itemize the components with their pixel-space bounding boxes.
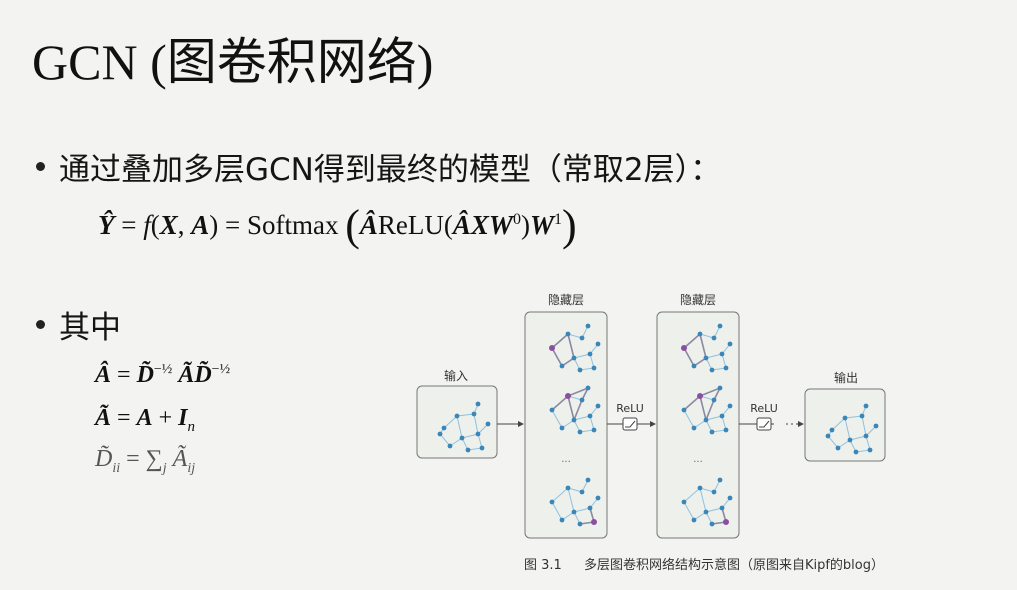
- hidden2-graph-top: [681, 323, 733, 373]
- bullet-2-text: 其中: [59, 310, 121, 346]
- hidden1-graph-bottom: [549, 477, 601, 527]
- hidden-dots-2: ...: [693, 454, 703, 465]
- hidden-dots-1: ...: [561, 454, 571, 465]
- input-graph: [437, 401, 491, 453]
- input-box: [416, 385, 498, 459]
- relu-icon-2: [756, 417, 772, 431]
- slide-title: GCN (图卷积网络): [32, 34, 434, 90]
- caption-number: 图 3.1: [524, 558, 562, 573]
- hidden-label-1: 隐藏层: [548, 293, 584, 307]
- output-graph: [825, 403, 879, 455]
- hidden1-graph-mid: [549, 385, 601, 435]
- gcn-diagram: 输入 隐藏层 隐藏层 输出 ReLU ReLU ... ...: [416, 293, 886, 539]
- formula-a-tilde: Ã = A + In: [95, 405, 195, 435]
- bullet-dot: [36, 320, 45, 329]
- formula-degree: D̃ii = ∑j Ãij: [95, 446, 196, 476]
- relu-icon-1: [622, 417, 638, 431]
- figure-caption: 图 3.1 多层图卷积网络结构示意图（原图来自Kipf的blog）: [524, 554, 884, 573]
- output-label: 输出: [834, 370, 858, 385]
- bullet-1-text: 通过叠加多层GCN得到最终的模型（常取2层）：: [59, 152, 722, 188]
- hidden2-graph-bottom: [681, 477, 733, 527]
- relu-label-2: ReLU: [750, 402, 778, 415]
- input-label: 输入: [444, 368, 468, 383]
- hidden2-graph-mid: [681, 385, 733, 435]
- hidden1-graph-top: [549, 323, 601, 373]
- bullet-dot: [36, 162, 45, 171]
- gcn-formula: Ŷ = f(X, A) = Softmax (ÂReLU(ÂXW0)W1): [98, 201, 577, 250]
- formula-a-hat: Â = D̃−½ ÃD̃−½: [95, 362, 231, 388]
- bullet-2: 其中: [36, 302, 121, 347]
- bullet-1: 通过叠加多层GCN得到最终的模型（常取2层）：: [36, 144, 721, 189]
- caption-text: 多层图卷积网络结构示意图（原图来自Kipf的blog）: [583, 558, 884, 573]
- relu-label-1: ReLU: [616, 402, 644, 415]
- output-box: [804, 388, 886, 462]
- hidden-label-2: 隐藏层: [680, 293, 716, 307]
